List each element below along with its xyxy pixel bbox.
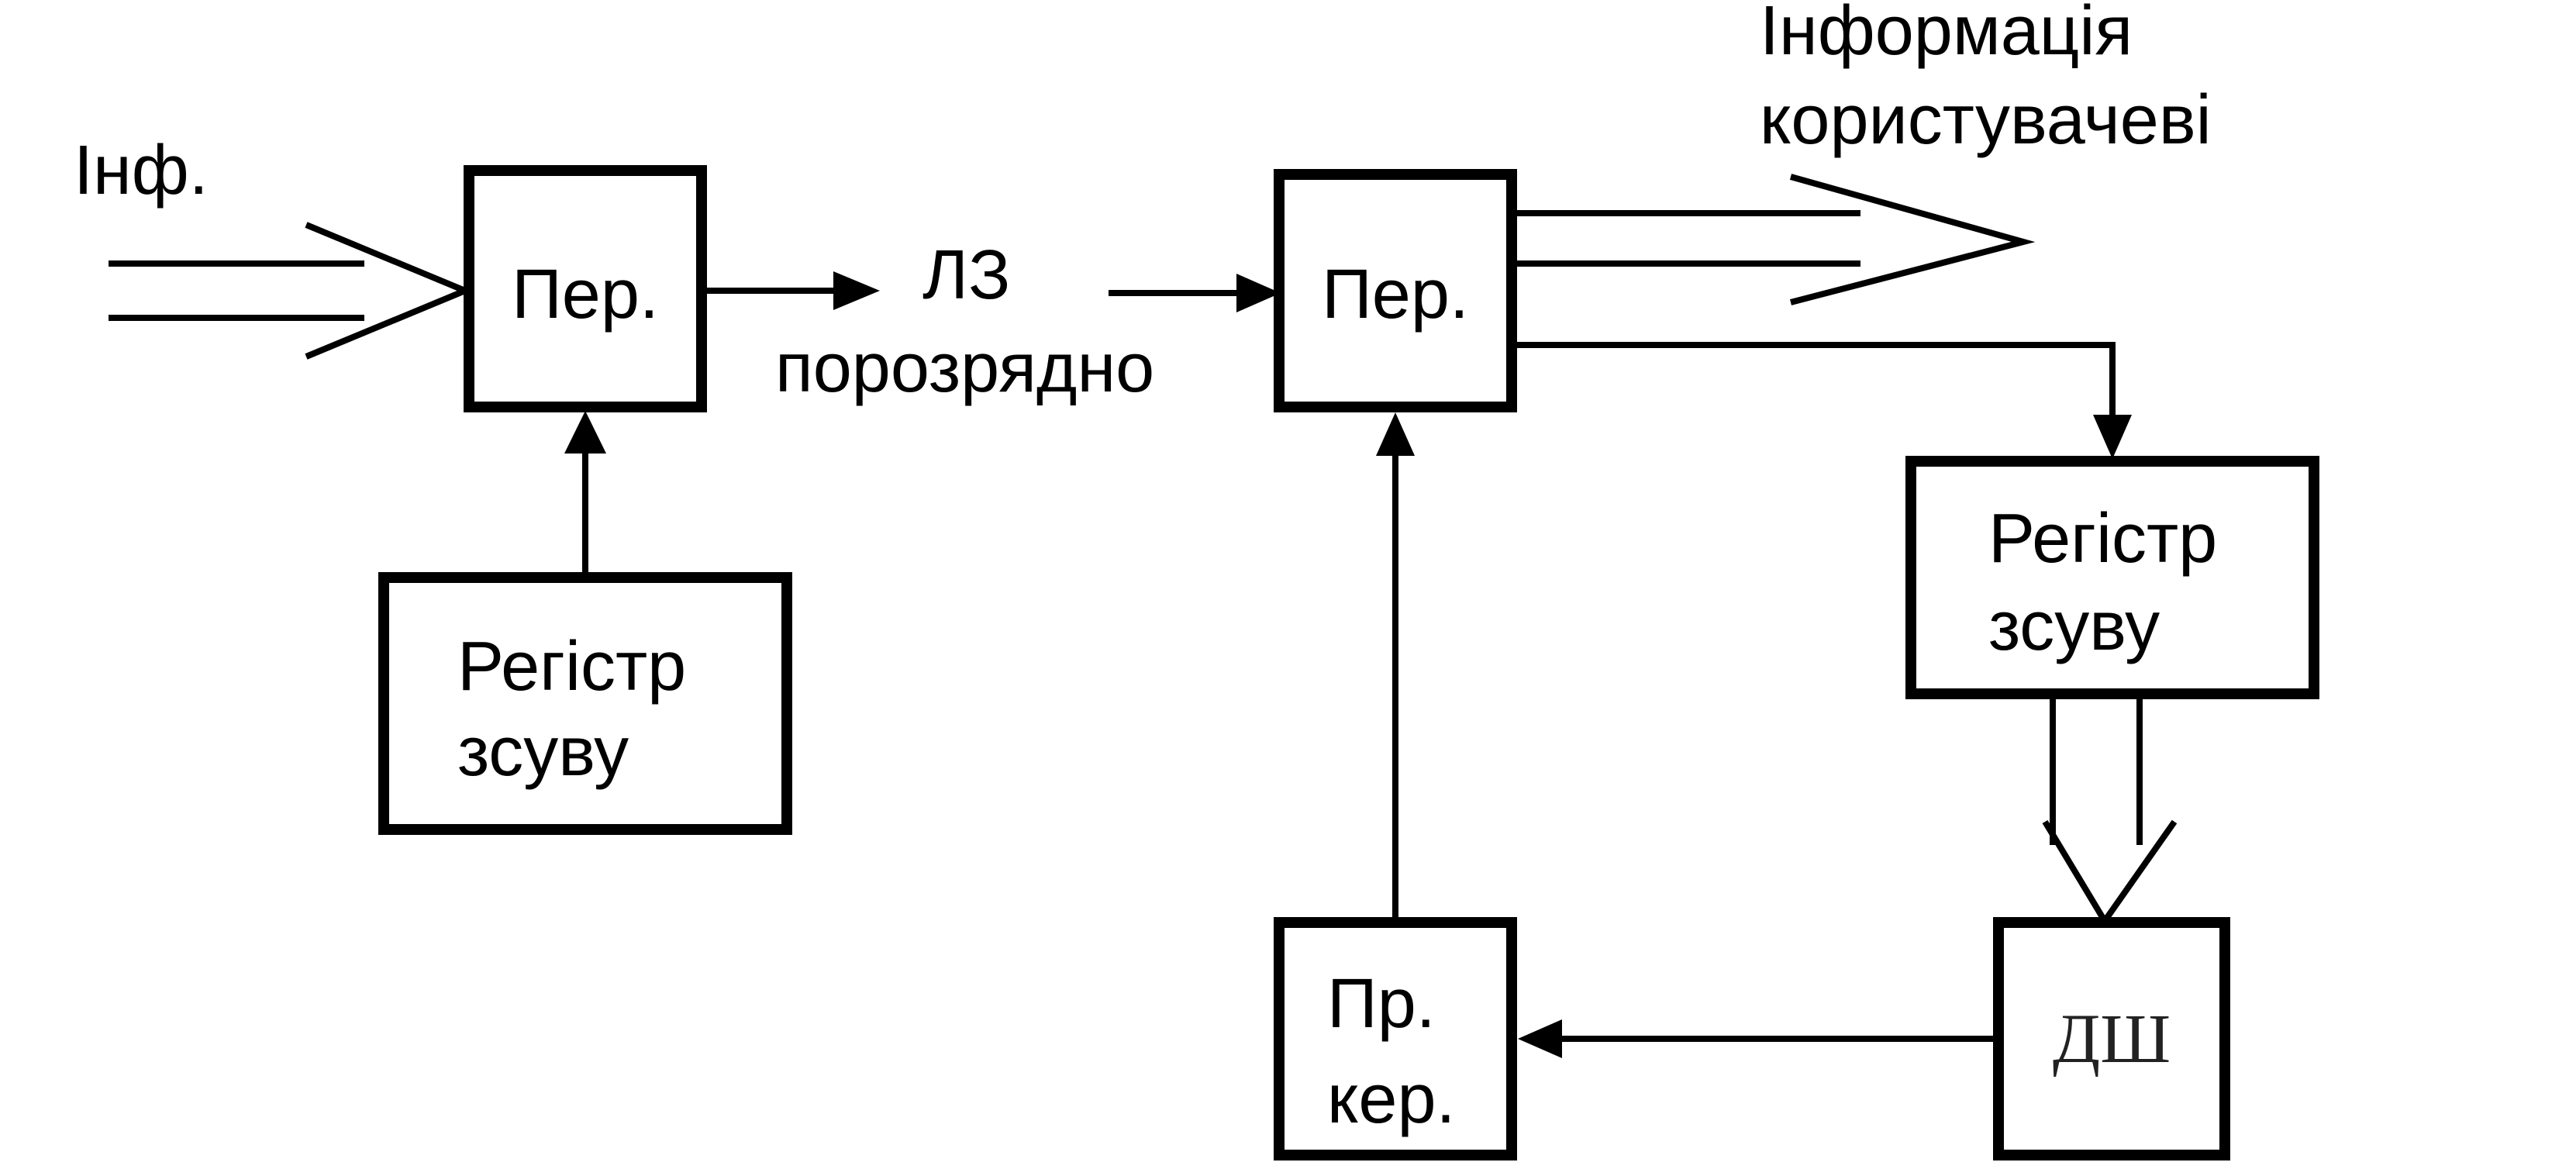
register-left-label-line2: зсуву — [457, 713, 629, 791]
dsh-label: ДШ — [2053, 1001, 2171, 1078]
arrow-per-left-to-lz — [707, 271, 880, 310]
lz-label-line2: порозрядно — [775, 329, 1154, 407]
per-right-label: Пер. — [1322, 256, 1469, 333]
arrow-pr-ker-to-per-right — [1376, 412, 1415, 917]
pr-ker-label-line1: Пр. — [1327, 965, 1436, 1043]
register-right-label-line1: Регістр — [1988, 500, 2217, 578]
input-bus-arrow — [109, 222, 474, 360]
info-user-label-line1: Інформація — [1760, 0, 2133, 70]
dsh-block — [1993, 917, 2230, 1160]
register-to-dsh-bus-arrow — [2042, 699, 2178, 927]
arrow-register-left-to-per-left — [564, 411, 606, 578]
per-left-block — [464, 165, 707, 412]
arrow-per-right-to-register-right — [1517, 342, 2132, 459]
per-left-label: Пер. — [512, 256, 659, 333]
pr-ker-block — [1274, 917, 1517, 1160]
arrow-lz-to-per-right — [1109, 274, 1281, 312]
info-user-label-line2: користувачеві — [1760, 81, 2212, 159]
pr-ker-label-line2: кер. — [1327, 1060, 1456, 1138]
register-left-label-line1: Регістр — [457, 628, 686, 705]
per-right-block — [1274, 169, 1517, 412]
lz-label-line1: ЛЗ — [922, 236, 1010, 314]
register-right-label-line2: зсуву — [1988, 588, 2160, 665]
output-bus-arrow — [1517, 174, 2036, 305]
register-right-block — [1905, 456, 2319, 699]
input-label: Інф. — [74, 132, 209, 209]
register-left-block — [378, 572, 792, 835]
arrow-dsh-to-pr-ker — [1518, 1019, 1993, 1058]
